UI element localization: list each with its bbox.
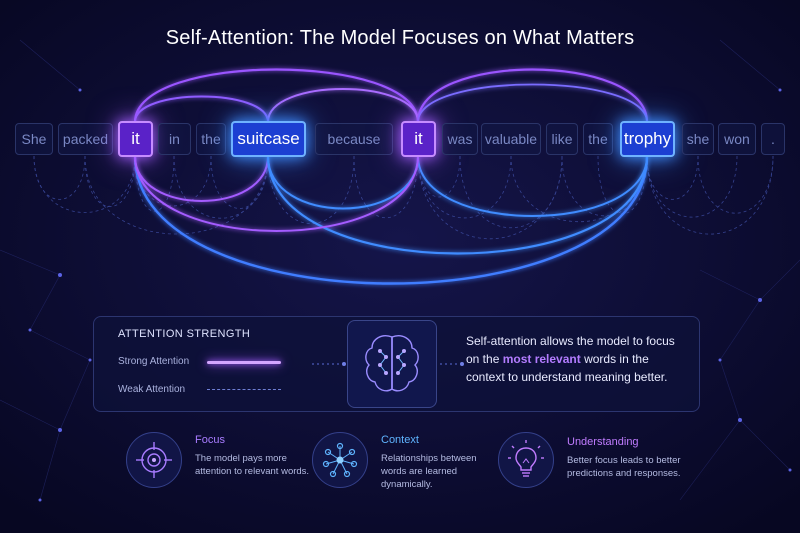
token-trophy[interactable]: trophy xyxy=(620,121,675,157)
token-suitcase[interactable]: suitcase xyxy=(231,121,306,157)
feature-focus-text: The model pays more attention to relevan… xyxy=(195,453,310,477)
network-icon xyxy=(322,442,358,478)
feature-understanding-text: Better focus leads to better predictions… xyxy=(567,455,681,479)
token-row: She packed it in the suitcase because it… xyxy=(15,121,785,157)
token-packed[interactable]: packed xyxy=(58,123,113,155)
legend-weak-line xyxy=(207,389,281,390)
weak-attention-arc xyxy=(173,155,269,219)
weak-attention-arc xyxy=(84,155,136,208)
strong-attention-arc xyxy=(267,155,419,210)
strong-attention-arc xyxy=(133,155,649,285)
feature-context-title: Context xyxy=(381,434,419,446)
strong-attention-arc xyxy=(134,95,269,123)
target-icon xyxy=(136,442,172,478)
token-period[interactable]: . xyxy=(761,123,785,155)
weak-attention-arc xyxy=(417,155,461,198)
understanding-icon-circle xyxy=(498,432,554,488)
strong-attention-arc xyxy=(133,68,420,123)
legend-weak-label: Weak Attention xyxy=(118,384,186,395)
token-won[interactable]: won xyxy=(718,123,756,155)
weak-attention-arc xyxy=(459,155,563,229)
focus-icon-circle xyxy=(126,432,182,488)
weak-attention-arc xyxy=(84,155,269,235)
feature-understanding-title: Understanding xyxy=(567,436,639,448)
weak-attention-arc xyxy=(33,155,86,200)
token-the-1[interactable]: the xyxy=(196,123,226,155)
token-she-2[interactable]: she xyxy=(682,123,714,155)
diagram-title: Self-Attention: The Model Focuses on Wha… xyxy=(165,27,635,49)
strong-attention-arc xyxy=(134,155,419,232)
token-it-1[interactable]: it xyxy=(118,121,153,157)
description-text: Self-attention allows the model to focus… xyxy=(466,332,676,386)
weak-attention-arc xyxy=(134,155,175,212)
weak-attention-arc xyxy=(267,155,355,224)
weak-attention-arc xyxy=(561,155,648,217)
lightbulb-icon xyxy=(508,440,544,477)
token-the-2[interactable]: the xyxy=(583,123,613,155)
description-after: words in the context to understand meani… xyxy=(466,352,668,384)
brain-box xyxy=(347,320,437,408)
token-she[interactable]: She xyxy=(15,123,53,155)
weak-attention-arc xyxy=(646,155,738,218)
weak-attention-arc xyxy=(646,155,699,200)
strong-attention-arc xyxy=(267,88,419,123)
legend-strong-line xyxy=(207,361,281,364)
context-icon-circle xyxy=(312,432,368,488)
strong-attention-arc xyxy=(134,155,269,202)
token-it-2[interactable]: it xyxy=(401,121,436,157)
weak-attention-arc xyxy=(697,155,774,214)
token-was[interactable]: was xyxy=(442,123,478,155)
token-because[interactable]: because xyxy=(315,123,393,155)
token-in[interactable]: in xyxy=(158,123,191,155)
legend-title: ATTENTION STRENGTH xyxy=(118,328,251,340)
strong-attention-arc xyxy=(417,155,648,217)
connector-dots xyxy=(312,362,464,366)
token-like[interactable]: like xyxy=(546,123,578,155)
feature-context-text: Relationships between words are learned … xyxy=(381,453,477,490)
description-highlight: most relevant xyxy=(502,352,581,366)
description-before: Self-attention allows the model to focus… xyxy=(466,334,675,366)
weak-attention-arc xyxy=(417,155,512,219)
strong-attention-arc xyxy=(417,83,648,123)
weak-attention-arc xyxy=(646,155,774,235)
token-valuable[interactable]: valuable xyxy=(481,123,541,155)
feature-focus-title: Focus xyxy=(195,434,225,446)
strong-attention-arc xyxy=(416,68,649,123)
legend-strong-label: Strong Attention xyxy=(118,356,190,367)
brain-icon xyxy=(365,335,419,392)
strong-attention-arc xyxy=(266,155,649,255)
